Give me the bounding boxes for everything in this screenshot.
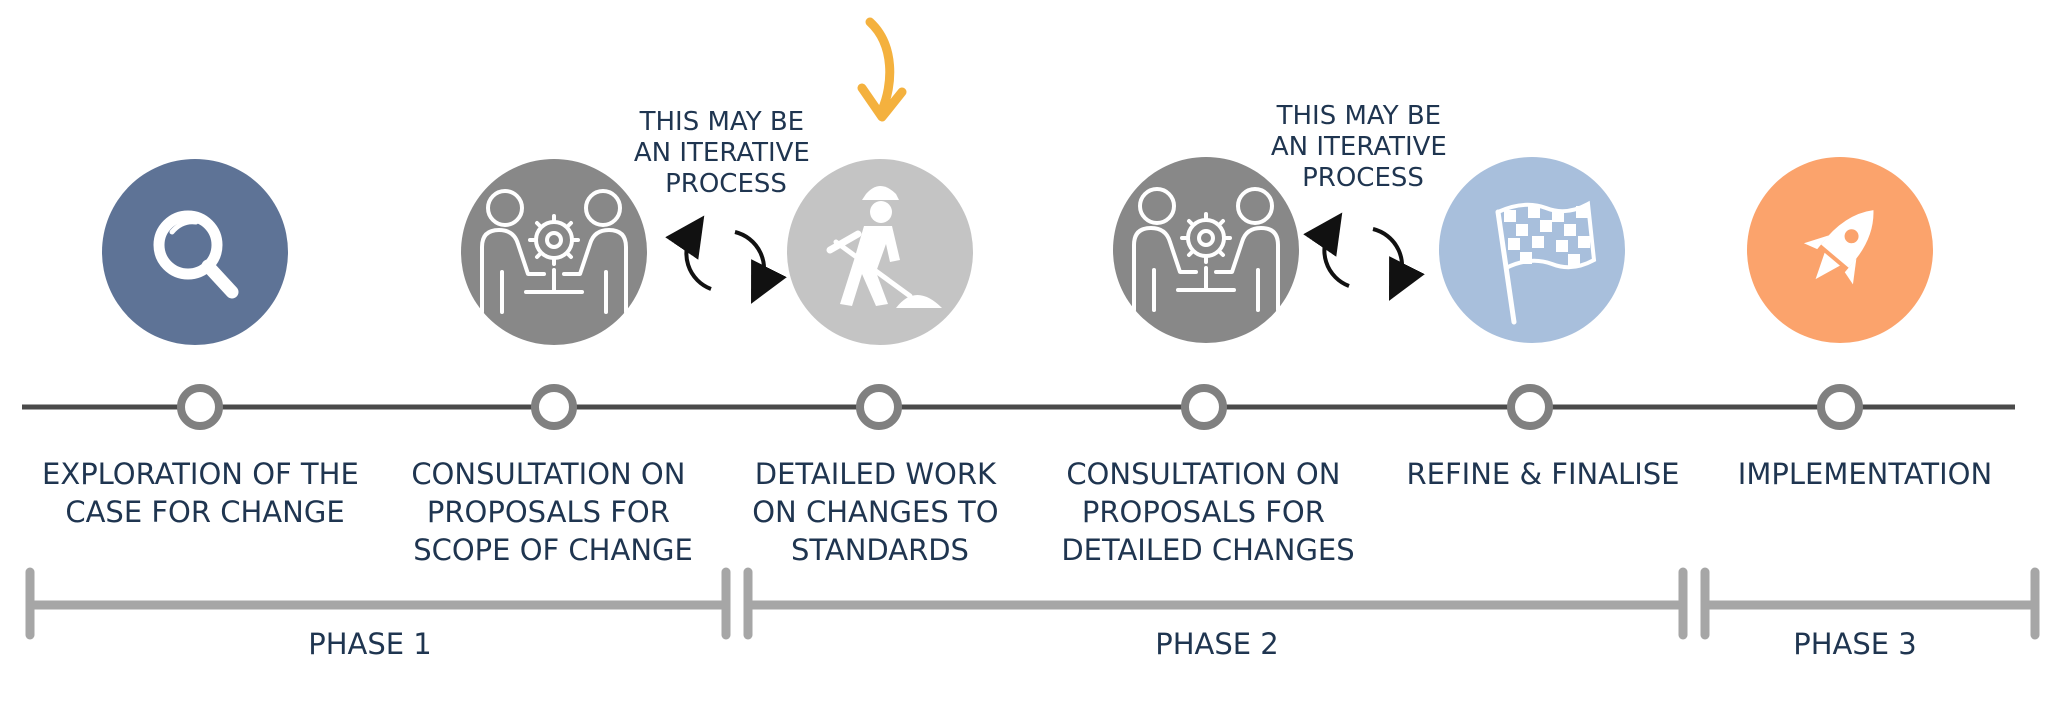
- iterative-note-line: AN ITERATIVE: [634, 138, 810, 168]
- stage-label: DETAILED WORK ON CHANGES TO STANDARDS: [752, 457, 1008, 567]
- phase-1-bracket: [25, 567, 731, 640]
- phase-2-label: PHASE 2: [1155, 627, 1279, 661]
- timeline-node: [1817, 384, 1863, 430]
- down-arrow-icon: [857, 17, 907, 122]
- iterative-note-text: THIS MAY BE AN ITERATIVE PROCESS: [1271, 101, 1455, 193]
- timeline-node: [177, 384, 223, 430]
- stage-1-circle: [102, 159, 288, 345]
- stage-6: IMPLEMENTATION: [1738, 157, 1992, 491]
- stage-5: REFINE & FINALISE: [1407, 157, 1680, 491]
- stage-label-line: SCOPE OF CHANGE: [413, 533, 693, 567]
- stage-2: CONSULTATION ON PROPOSALS FOR SCOPE OF C…: [411, 159, 694, 567]
- iterative-note-line: PROCESS: [665, 169, 787, 199]
- iterative-note-line: AN ITERATIVE: [1271, 132, 1447, 162]
- stage-label: EXPLORATION OF THE CASE FOR CHANGE: [42, 457, 368, 529]
- phase-3-bracket: [1700, 567, 2040, 640]
- iterative-note-line: PROCESS: [1302, 163, 1424, 193]
- stage-label-line: IMPLEMENTATION: [1738, 457, 1992, 491]
- iterative-note-line: THIS MAY BE: [639, 107, 804, 137]
- iterative-note-line: THIS MAY BE: [1276, 101, 1441, 131]
- team-gear-icon: [1132, 187, 1280, 312]
- iterative-note-2: THIS MAY BE AN ITERATIVE PROCESS: [1271, 101, 1455, 301]
- stage-label-line: DETAILED CHANGES: [1061, 533, 1354, 567]
- iterative-note-1: THIS MAY BE AN ITERATIVE PROCESS: [634, 107, 818, 304]
- construction-worker-icon: [826, 186, 942, 308]
- checkered-flag-icon: [1495, 200, 1597, 325]
- stage-label: CONSULTATION ON PROPOSALS FOR DETAILED C…: [1061, 457, 1354, 567]
- stage-label-line: ON CHANGES TO: [752, 495, 998, 529]
- stage-label-line: PROPOSALS FOR: [1082, 495, 1325, 529]
- iterative-note-text: THIS MAY BE AN ITERATIVE PROCESS: [634, 107, 818, 199]
- cycle-arrows-icon: [1303, 212, 1425, 301]
- stage-label: CONSULTATION ON PROPOSALS FOR SCOPE OF C…: [411, 457, 694, 567]
- team-gear-icon: [480, 189, 628, 314]
- stage-label-line: EXPLORATION OF THE: [42, 457, 359, 491]
- timeline-node: [856, 384, 902, 430]
- cycle-arrows-icon: [665, 215, 787, 304]
- stage-label-line: STANDARDS: [791, 533, 969, 567]
- stage-label-line: REFINE & FINALISE: [1407, 457, 1680, 491]
- magnifier-icon: [153, 210, 239, 299]
- stage-3: DETAILED WORK ON CHANGES TO STANDARDS: [752, 159, 1008, 567]
- stage-2-circle: [461, 159, 647, 345]
- stage-label-line: DETAILED WORK: [755, 457, 997, 491]
- stage-label: IMPLEMENTATION: [1738, 457, 1992, 491]
- stage-4-circle: [1113, 157, 1299, 343]
- stage-label: REFINE & FINALISE: [1407, 457, 1680, 491]
- stage-1: EXPLORATION OF THE CASE FOR CHANGE: [42, 159, 368, 529]
- timeline-node: [531, 384, 577, 430]
- stage-4: CONSULTATION ON PROPOSALS FOR DETAILED C…: [1061, 157, 1355, 567]
- phase-2-bracket: [743, 567, 1688, 640]
- stage-label-line: CASE FOR CHANGE: [65, 495, 344, 529]
- stage-5-circle: [1439, 157, 1625, 343]
- timeline-node: [1181, 384, 1227, 430]
- stage-label-line: CONSULTATION ON: [1066, 457, 1340, 491]
- phase-1-label: PHASE 1: [308, 627, 432, 661]
- timeline-node: [1507, 384, 1553, 430]
- rocket-icon: [1803, 210, 1874, 285]
- stage-label-line: CONSULTATION ON: [411, 457, 685, 491]
- stage-label-line: PROPOSALS FOR: [427, 495, 670, 529]
- phase-3-label: PHASE 3: [1793, 627, 1917, 661]
